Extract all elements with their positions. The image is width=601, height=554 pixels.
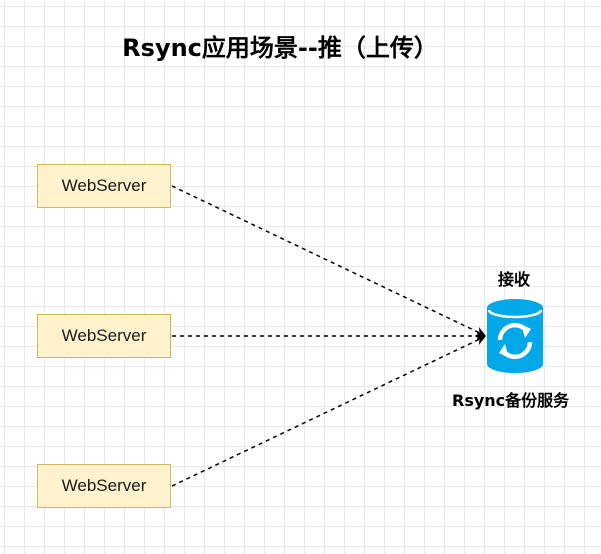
sync-arrows-icon bbox=[497, 322, 533, 360]
webserver-node-3-label: WebServer bbox=[61, 476, 147, 495]
webserver-node-2-label: WebServer bbox=[61, 326, 147, 345]
webserver-node-1-label: WebServer bbox=[61, 176, 147, 195]
edge-server-3-to-backup[interactable] bbox=[171, 335, 486, 487]
webserver-node-2[interactable]: WebServer bbox=[37, 314, 171, 358]
webserver-node-3[interactable]: WebServer bbox=[37, 464, 171, 508]
diagram-title: Rsync应用场景--推（上传） bbox=[122, 34, 438, 62]
rsync-backup-service-label: Rsync备份服务 bbox=[452, 391, 570, 410]
webserver-node-1[interactable]: WebServer bbox=[37, 164, 171, 208]
edge-server-1-to-backup[interactable] bbox=[171, 185, 486, 337]
database-sync-icon[interactable] bbox=[486, 298, 544, 374]
receive-label: 接收 bbox=[498, 270, 531, 289]
